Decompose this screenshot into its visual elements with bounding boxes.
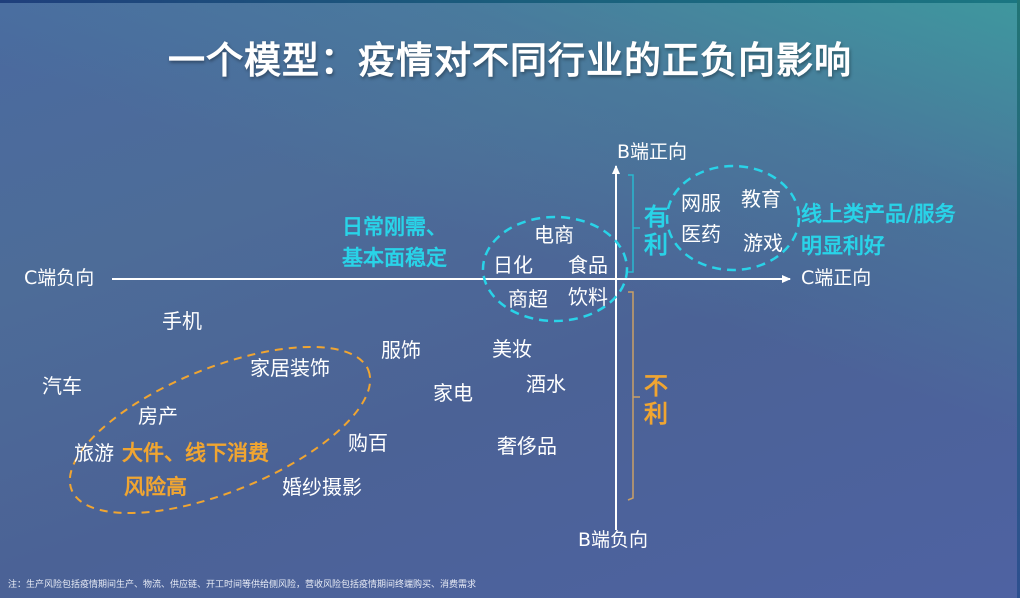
online-caption-1: 线上类产品/服务 [801, 202, 956, 226]
daily-needs-caption-1: 日常刚需、 [342, 215, 447, 239]
c-positive-label: C端正向 [801, 267, 872, 289]
industry-internet-services: 网服 [681, 191, 721, 215]
unfavorable-bracket [627, 291, 640, 501]
daily-needs-ellipse [481, 215, 629, 323]
industry-education: 教育 [741, 187, 781, 211]
industry-real-estate: 房产 [138, 404, 178, 428]
b-negative-label: B端负向 [578, 529, 649, 551]
c-negative-label: C端负向 [24, 267, 95, 289]
industry-car: 汽车 [42, 374, 82, 398]
right-accent-bar [1017, 0, 1020, 598]
favorable-bracket [628, 174, 640, 273]
industry-appliances: 家电 [433, 381, 473, 405]
offline-ellipse [68, 345, 372, 515]
online-caption-2: 明显利好 [801, 234, 885, 258]
top-accent-bar [0, 0, 1020, 3]
industry-pharma: 医药 [681, 222, 721, 246]
industry-ecommerce: 电商 [534, 223, 574, 247]
industry-home-decor: 家居装饰 [250, 356, 330, 380]
offline-caption-2: 风险高 [124, 475, 187, 499]
industry-cosmetics: 美妆 [492, 337, 532, 361]
industry-luxury: 奢侈品 [497, 434, 557, 458]
industry-wedding-photo: 婚纱摄影 [282, 475, 362, 499]
industry-apparel: 服饰 [381, 338, 421, 362]
industry-phone: 手机 [162, 309, 202, 333]
industry-liquor: 酒水 [526, 372, 566, 396]
b-positive-label: B端正向 [617, 141, 688, 163]
daily-needs-caption-2: 基本面稳定 [342, 246, 447, 270]
industry-travel: 旅游 [74, 441, 114, 465]
slide-title: 一个模型：疫情对不同行业的正负向影响 [168, 39, 852, 82]
industry-games: 游戏 [743, 231, 783, 255]
footnote: 注：生产风险包括疫情期间生产、物流、供应链、开工时间等供给侧风险，营收风险包括疫… [8, 580, 477, 590]
offline-caption-1: 大件、线下消费 [122, 441, 269, 465]
unfavorable-label: 不利 [644, 372, 668, 428]
favorable-label: 有利 [644, 203, 668, 259]
industry-food: 食品 [568, 253, 608, 277]
industry-department-store: 购百 [348, 431, 388, 455]
online-ellipse [665, 164, 801, 272]
industry-supermarket: 商超 [508, 287, 548, 311]
industry-beverage: 饮料 [568, 285, 608, 309]
industry-daily-chemicals: 日化 [493, 253, 533, 277]
